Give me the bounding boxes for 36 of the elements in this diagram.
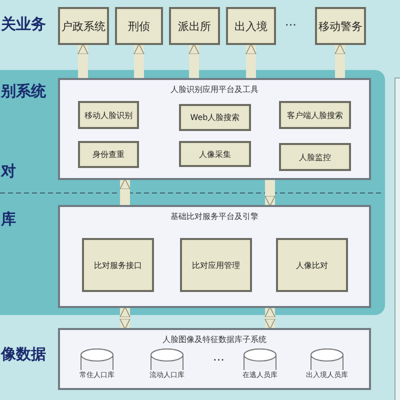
block-arrow xyxy=(246,44,256,78)
database-subsystem-box xyxy=(58,328,371,390)
platform-box xyxy=(58,205,371,308)
side-heading: 像数据 xyxy=(1,345,46,364)
module-box: 人脸监控 xyxy=(279,143,351,171)
module-box: 比对应用管理 xyxy=(180,238,252,292)
ellipsis: ··· xyxy=(213,353,224,367)
side-heading: 别系统 xyxy=(1,82,46,101)
ellipsis: ··· xyxy=(285,18,296,32)
system-box: 移动警务 xyxy=(315,7,366,45)
platform-box xyxy=(58,78,371,180)
module-box: 人像比对 xyxy=(276,238,348,292)
side-heading: 关业务 xyxy=(1,15,46,34)
module-box: 人像采集 xyxy=(179,141,251,167)
module-box: 比对服务接口 xyxy=(82,238,154,292)
block-arrow xyxy=(334,44,346,78)
side-heading: 对 xyxy=(1,162,16,181)
side-heading: 库 xyxy=(1,210,16,229)
block-arrow xyxy=(120,178,130,205)
block-arrow xyxy=(78,44,88,78)
platform-title: 人脸识别应用平台及工具 xyxy=(170,84,260,95)
platform-title: 基础比对服务平台及引擎 xyxy=(170,211,260,222)
module-box: 移动人脸识别 xyxy=(78,101,139,129)
platform-title: 人脸图像及特征数据库子系统 xyxy=(162,334,268,345)
module-box: Web人脸搜索 xyxy=(179,104,251,131)
module-box: 身份查重 xyxy=(78,141,139,168)
block-arrow xyxy=(188,44,200,78)
block-arrow xyxy=(264,180,276,206)
system-box: 出入境 xyxy=(226,7,276,45)
system-box: 派出所 xyxy=(169,7,220,45)
block-arrow xyxy=(120,306,130,330)
system-box: 户政系统 xyxy=(58,7,109,45)
block-arrow xyxy=(264,306,276,330)
system-box: 刑侦 xyxy=(115,7,163,45)
block-arrow xyxy=(134,44,144,78)
module-box: 客户端人脸搜索 xyxy=(279,101,351,129)
